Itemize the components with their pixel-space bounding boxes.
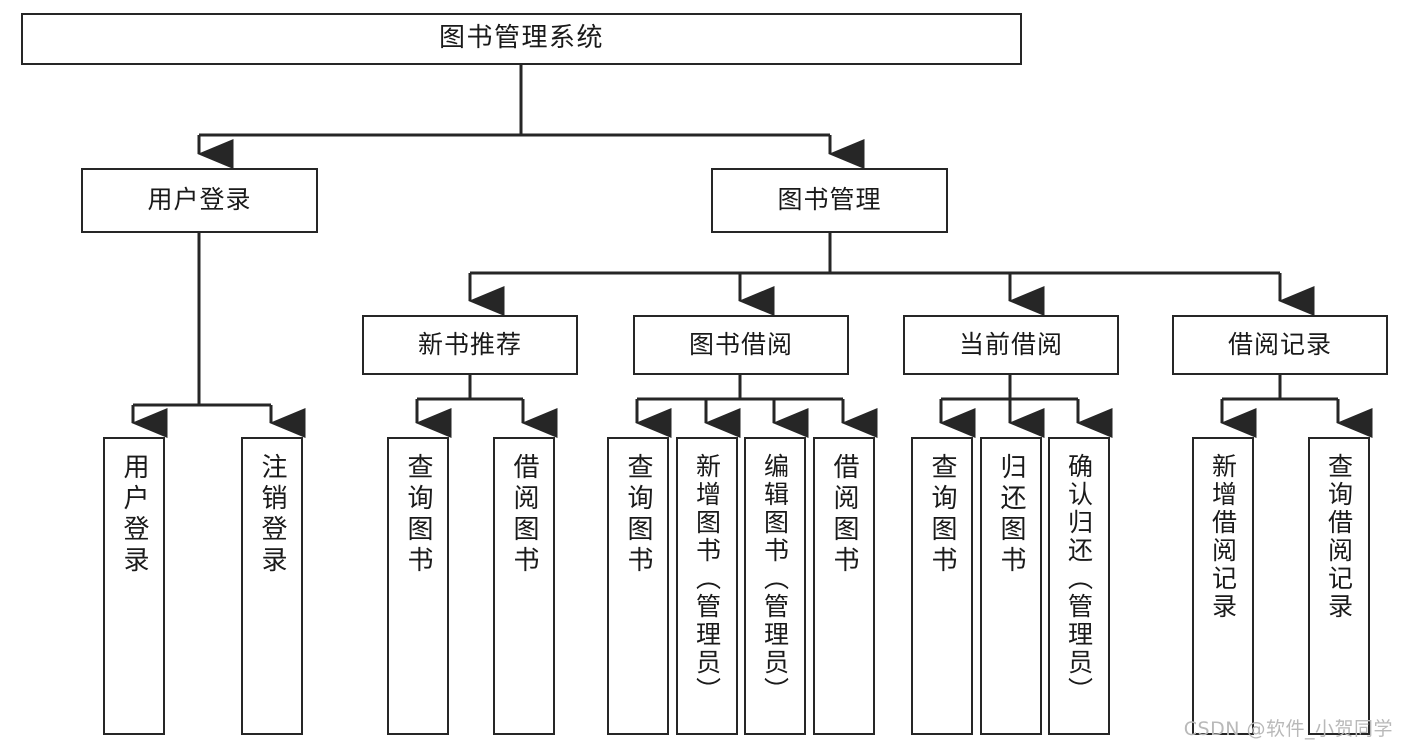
- leaf-add-book-admin[interactable]: 新增图书（管理员）: [676, 437, 738, 735]
- leaf-return-book[interactable]: 归还图书: [980, 437, 1042, 735]
- node-label: 确认归还（管理员）: [1064, 453, 1094, 705]
- node-label: 图书借阅: [688, 329, 793, 359]
- node-label: 查询图书: [927, 453, 957, 577]
- leaf-logout[interactable]: 注销登录: [241, 437, 303, 735]
- node-label: 图书管理系统: [438, 23, 604, 54]
- node-label: 编辑图书（管理员）: [760, 453, 790, 705]
- leaf-confirm-return-admin[interactable]: 确认归还（管理员）: [1048, 437, 1110, 735]
- leaf-query-book-current[interactable]: 查询图书: [911, 437, 973, 735]
- node-label: 新增图书（管理员）: [692, 453, 722, 705]
- node-label: 归还图书: [996, 453, 1026, 577]
- node-label: 借阅图书: [509, 453, 539, 577]
- node-current-borrow[interactable]: 当前借阅: [903, 315, 1119, 375]
- node-user-login[interactable]: 用户登录: [81, 168, 318, 233]
- node-label: 查询借阅记录: [1324, 453, 1354, 621]
- node-book-borrow[interactable]: 图书借阅: [633, 315, 849, 375]
- leaf-borrow-book[interactable]: 借阅图书: [813, 437, 875, 735]
- node-borrow-record[interactable]: 借阅记录: [1172, 315, 1388, 375]
- node-root-system[interactable]: 图书管理系统: [21, 13, 1022, 65]
- node-label: 用户登录: [147, 185, 252, 215]
- leaf-borrow-book-recommend[interactable]: 借阅图书: [493, 437, 555, 735]
- node-label: 查询图书: [623, 453, 653, 577]
- leaf-query-borrow-record[interactable]: 查询借阅记录: [1308, 437, 1370, 735]
- node-label: 图书管理: [777, 185, 882, 215]
- node-label: 借阅记录: [1227, 329, 1332, 359]
- node-label: 注销登录: [257, 453, 287, 577]
- csdn-watermark: CSDN @软件_小贺同学: [1183, 718, 1393, 740]
- leaf-user-login[interactable]: 用户登录: [103, 437, 165, 735]
- leaf-query-book-borrow[interactable]: 查询图书: [607, 437, 669, 735]
- node-label: 新增借阅记录: [1208, 453, 1238, 621]
- node-label: 查询图书: [403, 453, 433, 577]
- node-label: 当前借阅: [958, 329, 1063, 359]
- node-label: 借阅图书: [829, 453, 859, 577]
- node-label: 新书推荐: [417, 329, 522, 359]
- node-label: 用户登录: [119, 453, 149, 577]
- node-book-management[interactable]: 图书管理: [711, 168, 948, 233]
- node-new-book-recommend[interactable]: 新书推荐: [362, 315, 578, 375]
- leaf-add-borrow-record[interactable]: 新增借阅记录: [1192, 437, 1254, 735]
- leaf-edit-book-admin[interactable]: 编辑图书（管理员）: [744, 437, 806, 735]
- leaf-query-book-recommend[interactable]: 查询图书: [387, 437, 449, 735]
